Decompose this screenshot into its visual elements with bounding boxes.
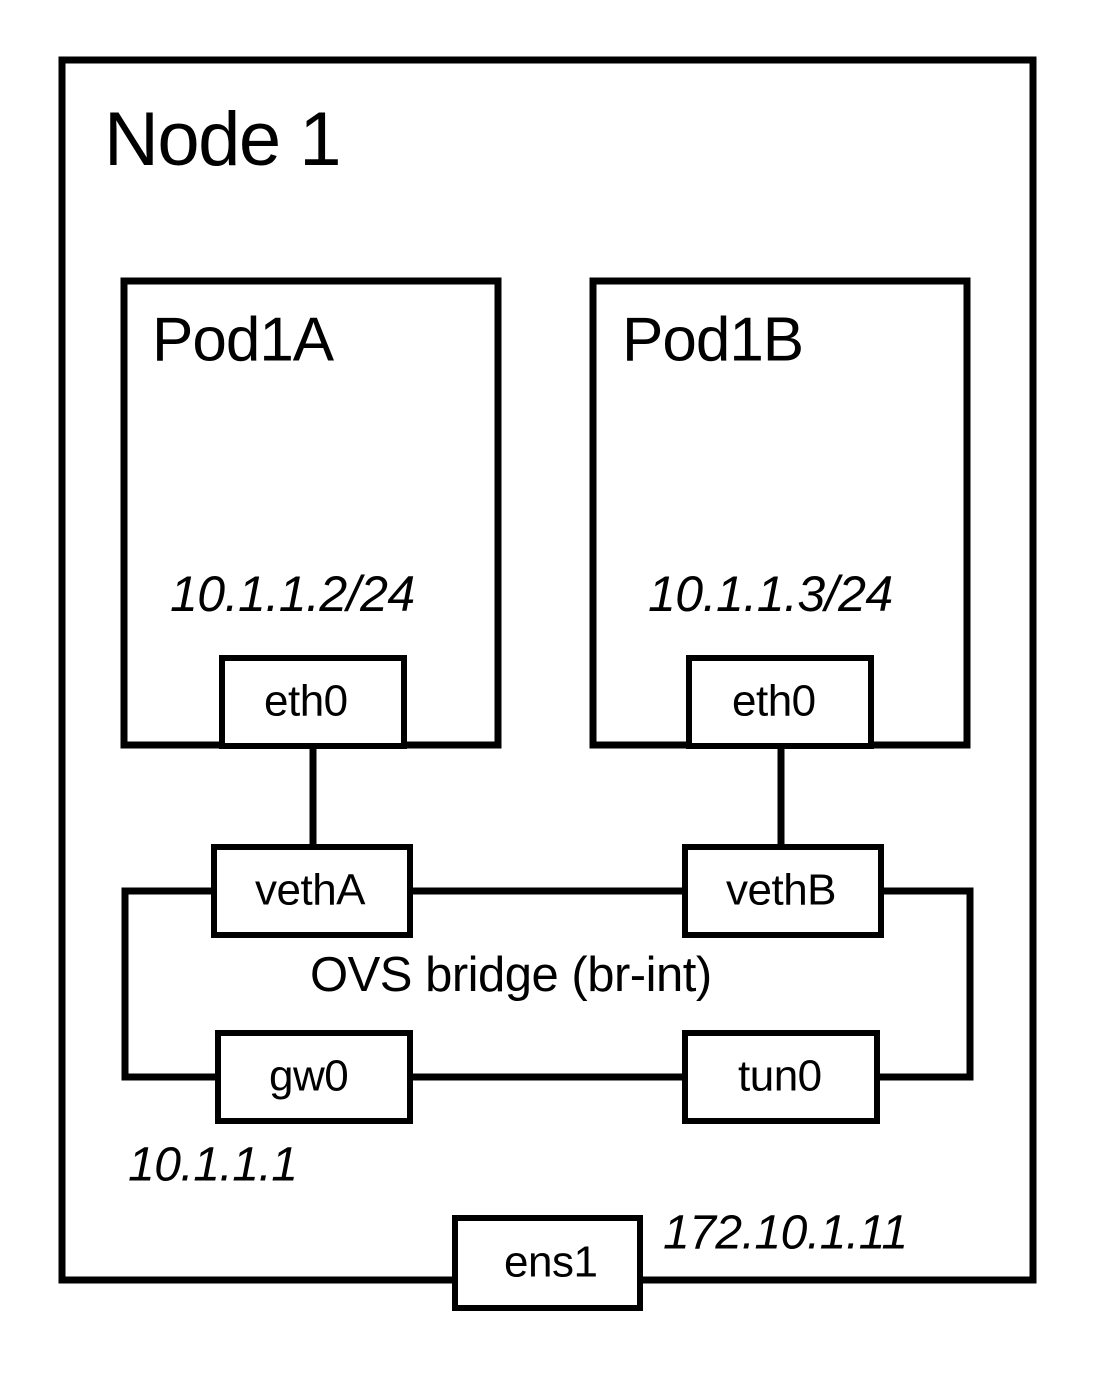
pod-label-pod1a: Pod1A	[152, 305, 335, 374]
node-title: Node 1	[104, 97, 340, 182]
bridge-port-box-vethb	[682, 844, 884, 938]
bridge-port-label-vethb: vethB	[726, 866, 836, 915]
bridge-port-box-gw0	[215, 1030, 413, 1124]
bridge-port-label-gw0: gw0	[269, 1052, 348, 1101]
bridge-port-box-vetha	[211, 844, 413, 938]
bridge-port-box-tun0	[682, 1030, 880, 1124]
pod-ip-pod1b: 10.1.1.3/24	[648, 566, 893, 622]
bridge-rail-left	[121, 887, 218, 1081]
uplink-box-ens1	[452, 1215, 643, 1311]
uplink-label-ens1: ens1	[504, 1238, 597, 1287]
bridge-rail-right	[877, 887, 974, 1081]
iface-label-pod1a-eth0: eth0	[264, 677, 348, 726]
pod-ip-pod1a: 10.1.1.2/24	[170, 566, 415, 622]
gateway-ip-label: 10.1.1.1	[128, 1139, 297, 1192]
pod-label-pod1b: Pod1B	[622, 305, 803, 374]
uplink-ip-label: 172.10.1.11	[663, 1207, 908, 1260]
bridge-port-label-vetha: vethA	[255, 866, 366, 915]
iface-label-pod1b-eth0: eth0	[732, 677, 816, 726]
bridge-port-label-tun0: tun0	[738, 1052, 822, 1101]
bridge-label: OVS bridge (br-int)	[310, 948, 712, 1002]
